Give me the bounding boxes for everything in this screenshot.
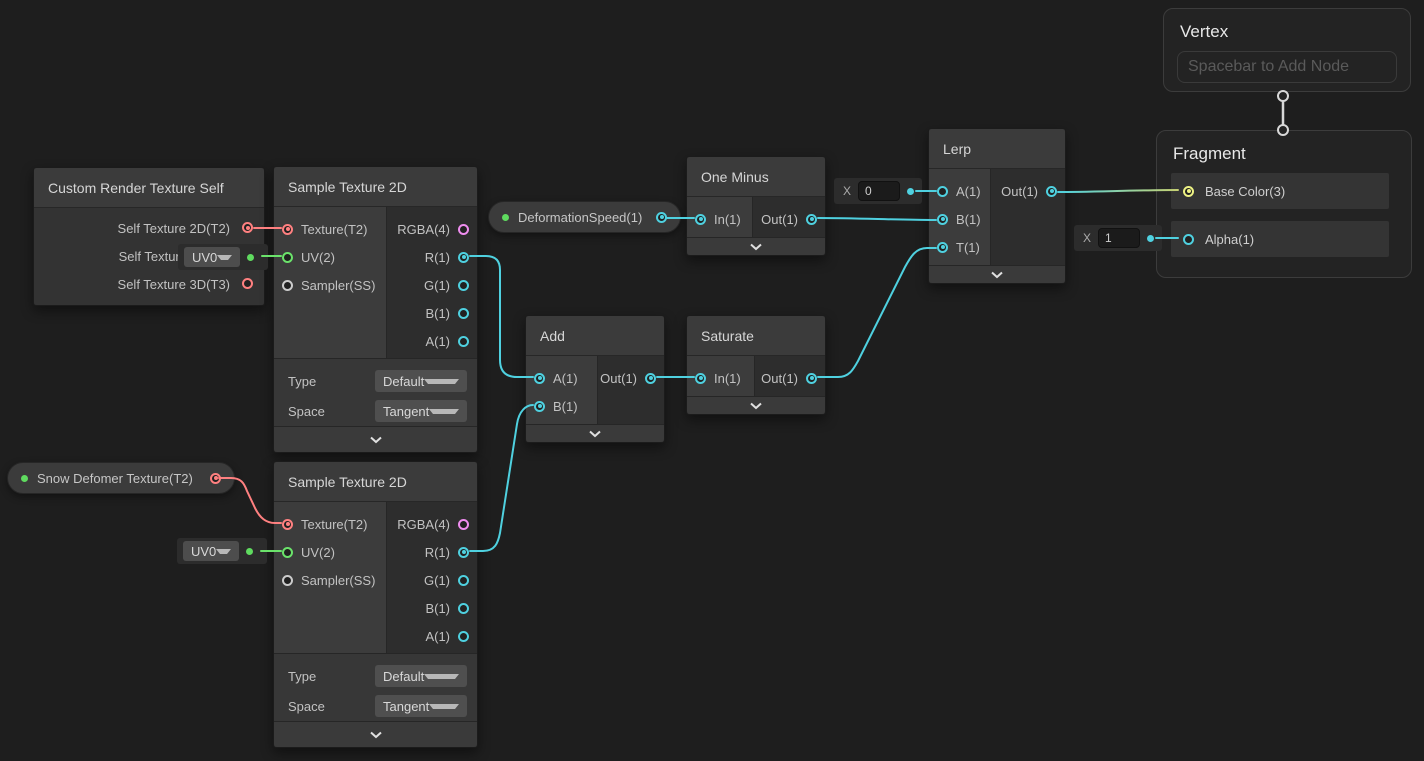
lerp-a-value-input[interactable]	[858, 181, 901, 201]
port-rgba-output[interactable]	[458, 223, 469, 235]
port-in-input[interactable]	[695, 213, 706, 225]
collapse-toggle[interactable]	[929, 265, 1065, 283]
port-out-output[interactable]	[806, 213, 817, 225]
port-snow-deformer-output[interactable]	[210, 472, 221, 484]
widget-connector-dot	[1147, 234, 1155, 242]
collapse-toggle[interactable]	[274, 426, 477, 452]
collapse-chevron-icon	[369, 731, 382, 738]
node-vertex-context[interactable]: Vertex Spacebar to Add Node	[1163, 8, 1411, 92]
property-snow-deformer-texture[interactable]: Snow Defomer Texture(T2)	[7, 462, 235, 494]
alpha-value-input[interactable]	[1098, 228, 1141, 248]
node-title: Sample Texture 2D	[274, 462, 477, 502]
port-alpha-input[interactable]	[1183, 233, 1194, 245]
port-deformation-speed-output[interactable]	[656, 211, 667, 223]
fragment-alpha-slot[interactable]: Alpha(1)	[1171, 221, 1389, 257]
chevron-down-icon	[216, 548, 231, 554]
node-saturate[interactable]: Saturate In(1) Out(1)	[686, 315, 826, 415]
port-a-output[interactable]	[458, 630, 469, 642]
port-rgba-output[interactable]	[458, 518, 469, 530]
collapse-toggle[interactable]	[274, 721, 477, 747]
chevron-down-icon	[217, 254, 232, 260]
node-title: Saturate	[687, 316, 825, 356]
chevron-down-icon	[424, 673, 459, 679]
node-title: Add	[526, 316, 664, 356]
collapse-chevron-icon	[750, 402, 762, 409]
port-b-output[interactable]	[458, 307, 469, 319]
uv-channel-dropdown[interactable]: UV0	[183, 541, 239, 561]
collapse-chevron-icon	[750, 243, 762, 250]
port-a-output[interactable]	[458, 335, 469, 347]
spacebar-hint: Spacebar to Add Node	[1177, 51, 1397, 83]
port-out-output[interactable]	[645, 372, 656, 384]
collapse-chevron-icon	[991, 271, 1003, 278]
port-r-output[interactable]	[458, 251, 469, 263]
property-dot-icon	[502, 213, 509, 221]
port-self-texture-2d-output[interactable]	[242, 222, 253, 233]
lerp-a-default-widget: X	[834, 178, 922, 204]
collapse-chevron-icon	[369, 436, 382, 443]
port-row: Self Texture 2D(T2)	[34, 214, 264, 242]
chevron-down-icon	[429, 703, 459, 709]
node-title: One Minus	[687, 157, 825, 197]
type-dropdown[interactable]: Default	[375, 665, 467, 687]
collapse-toggle[interactable]	[526, 424, 664, 442]
port-self-texture-3d-output[interactable]	[242, 278, 253, 289]
node-lerp[interactable]: Lerp A(1) B(1) T(1) Out(1)	[928, 128, 1066, 284]
edge-sampletop-r-to-add-a[interactable]	[469, 255, 534, 378]
widget-connector-dot	[246, 547, 253, 555]
node-one-minus[interactable]: One Minus In(1) Out(1)	[686, 156, 826, 256]
space-dropdown[interactable]: Tangent	[375, 695, 467, 717]
port-t-input[interactable]	[937, 241, 948, 253]
port-in-input[interactable]	[695, 372, 706, 384]
node-title: Fragment	[1173, 144, 1246, 163]
collapse-toggle[interactable]	[687, 237, 825, 255]
uv-channel-dropdown[interactable]: UV0	[184, 247, 240, 267]
node-title: Lerp	[929, 129, 1065, 169]
port-b-output[interactable]	[458, 602, 469, 614]
port-b-input[interactable]	[937, 213, 948, 225]
port-b-input[interactable]	[534, 400, 545, 412]
edge-saturate-to-lerp-t[interactable]	[817, 247, 937, 378]
uv-channel-widget-top: UV0	[178, 244, 268, 270]
collapse-chevron-icon	[589, 430, 601, 437]
port-out-output[interactable]	[1046, 185, 1057, 197]
fragment-base-color-slot[interactable]: Base Color(3)	[1171, 173, 1389, 209]
port-g-output[interactable]	[458, 279, 469, 291]
node-add[interactable]: Add A(1) B(1) Out(1)	[525, 315, 665, 443]
chevron-down-icon	[429, 408, 459, 414]
port-texture-input[interactable]	[282, 223, 293, 235]
port-out-output[interactable]	[806, 372, 817, 384]
port-uv-input[interactable]	[282, 546, 293, 558]
port-r-output[interactable]	[458, 546, 469, 558]
node-title: Sample Texture 2D	[274, 167, 477, 207]
collapse-toggle[interactable]	[687, 396, 825, 414]
node-sample-texture-2d-bottom[interactable]: Sample Texture 2D Texture(T2) UV(2) Samp…	[273, 461, 478, 748]
vertex-link-handle[interactable]	[1277, 90, 1289, 102]
property-deformation-speed[interactable]: DeformationSpeed(1)	[488, 201, 681, 233]
node-title: Vertex	[1180, 22, 1229, 41]
widget-connector-dot	[247, 253, 254, 261]
port-sampler-input[interactable]	[282, 279, 293, 291]
chevron-down-icon	[424, 378, 459, 384]
port-row: Self Texture 3D(T3)	[34, 270, 264, 298]
type-dropdown[interactable]: Default	[375, 370, 467, 392]
port-base-color-input[interactable]	[1183, 185, 1194, 197]
node-fragment-context[interactable]: Fragment Base Color(3) Alpha(1)	[1156, 130, 1412, 278]
uv-channel-widget-bottom: UV0	[177, 538, 267, 564]
node-title: Custom Render Texture Self	[34, 168, 264, 208]
port-a-input[interactable]	[937, 185, 948, 197]
space-dropdown[interactable]: Tangent	[375, 400, 467, 422]
node-sample-texture-2d-top[interactable]: Sample Texture 2D Texture(T2) UV(2) Samp…	[273, 166, 478, 453]
widget-connector-dot	[907, 187, 915, 195]
port-g-output[interactable]	[458, 574, 469, 586]
alpha-default-widget: X	[1074, 225, 1162, 251]
edge-samplebottom-r-to-add-b[interactable]	[469, 404, 534, 552]
port-uv-input[interactable]	[282, 251, 293, 263]
edge-oneminus-to-lerp-b[interactable]	[817, 217, 937, 221]
port-a-input[interactable]	[534, 372, 545, 384]
port-texture-input[interactable]	[282, 518, 293, 530]
port-sampler-input[interactable]	[282, 574, 293, 586]
node-custom-render-texture-self[interactable]: Custom Render Texture Self Self Texture …	[33, 167, 265, 306]
property-dot-icon	[21, 474, 28, 482]
